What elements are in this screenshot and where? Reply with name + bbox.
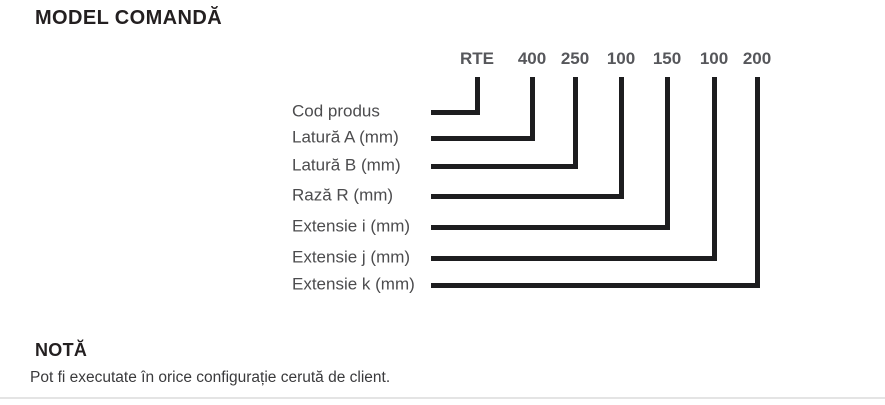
note-text: Pot fi executate în orice configurație c… (30, 369, 391, 386)
code-token: 400 (517, 49, 547, 68)
connector-vertical-line (754, 77, 760, 288)
connector-horizontal-line (431, 193, 624, 199)
connector-horizontal-line (431, 282, 760, 288)
connector-vertical-line (572, 77, 578, 169)
connector-horizontal-line (431, 224, 670, 230)
connector-vertical-line (664, 77, 670, 230)
field-label: Extensie j (mm) (292, 247, 411, 267)
field-label: Cod produs (292, 101, 380, 121)
connector-horizontal-line (431, 135, 535, 141)
connector-horizontal-line (431, 255, 717, 261)
field-label: Extensie i (mm) (292, 216, 411, 236)
connector-vertical-line (474, 77, 480, 115)
connector-vertical-line (529, 77, 535, 141)
bottom-divider (0, 397, 885, 399)
field-label: Extensie k (mm) (292, 274, 415, 294)
note-heading: NOTĂ (35, 340, 88, 360)
connector-horizontal-line (431, 163, 578, 169)
code-token: 250 (560, 49, 590, 68)
code-token: 100 (699, 49, 729, 68)
code-token: 150 (652, 49, 682, 68)
code-token: 100 (606, 49, 636, 68)
connector-horizontal-line (431, 109, 480, 115)
connector-vertical-line (618, 77, 624, 199)
code-token: RTE (460, 49, 494, 68)
field-label: Rază R (mm) (292, 185, 394, 205)
field-label: Latură B (mm) (292, 155, 401, 175)
section-title: MODEL COMANDĂ (35, 7, 223, 29)
code-token: 200 (742, 49, 772, 68)
field-label: Latură A (mm) (292, 127, 399, 147)
connector-vertical-line (711, 77, 717, 261)
